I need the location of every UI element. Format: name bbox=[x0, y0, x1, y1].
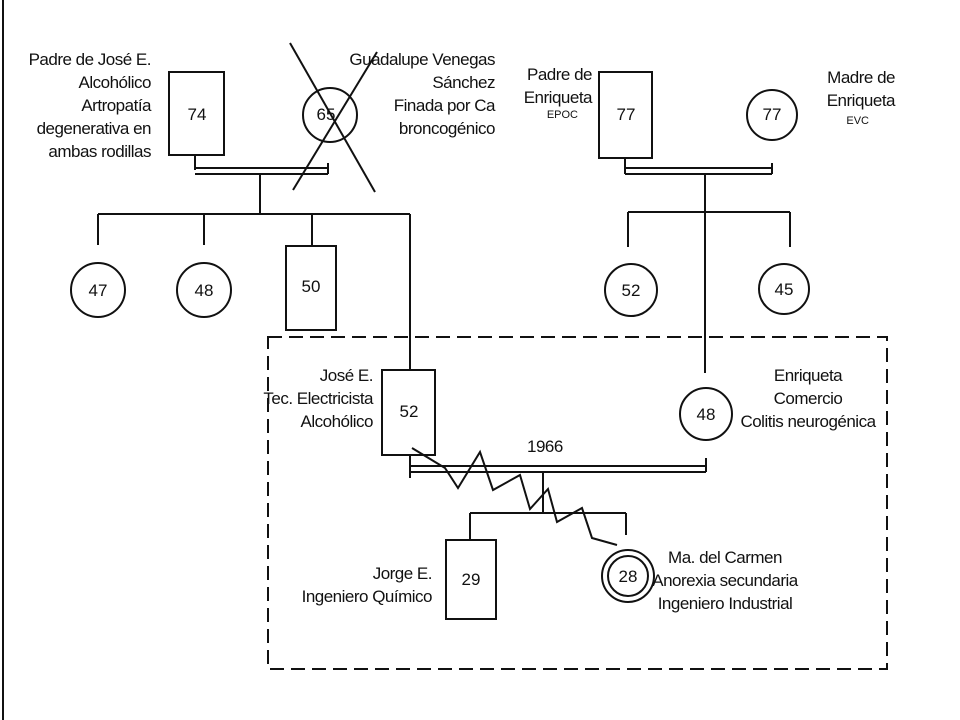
deceased-cross bbox=[289, 42, 376, 193]
label-father-jose: Padre de José E. Alcohólico Artropatía d… bbox=[28, 50, 152, 161]
age-jorge: 29 bbox=[462, 570, 481, 589]
male-node-jorge bbox=[445, 539, 497, 620]
female-node-sib-e2 bbox=[758, 263, 810, 315]
label-mother-jose: Guadalupe Venegas Sánchez Finada por Ca … bbox=[349, 50, 495, 138]
female-node-carmen-outer bbox=[601, 549, 655, 603]
label-jose: José E. Tec. Electricista Alcohólico bbox=[263, 366, 373, 431]
age-mother-jose: 65 bbox=[317, 105, 336, 124]
age-sib-e1: 52 bbox=[622, 281, 641, 300]
note-mother-enriqueta: EVC bbox=[846, 115, 869, 127]
age-carmen: 28 bbox=[619, 567, 638, 586]
female-node-enriqueta bbox=[679, 387, 733, 441]
label-jorge: Jorge E. Ingeniero Químico bbox=[301, 564, 433, 606]
female-node-mother-jose bbox=[302, 87, 358, 143]
age-sib3: 50 bbox=[302, 277, 321, 296]
label-carmen: Ma. del Carmen Anorexia secundaria Ingen… bbox=[652, 548, 798, 613]
male-node-father-enriqueta bbox=[598, 71, 653, 159]
male-node-sib3 bbox=[285, 245, 337, 331]
label-mother-enriqueta: Madre de Enriqueta EVC bbox=[826, 68, 896, 127]
age-father-jose: 74 bbox=[188, 105, 207, 124]
female-node-carmen-inner bbox=[607, 555, 649, 597]
age-sib1: 47 bbox=[89, 281, 108, 300]
note-father-enriqueta: EPOC bbox=[546, 109, 578, 121]
age-mother-enriqueta: 77 bbox=[763, 105, 782, 124]
female-node-sib1 bbox=[70, 262, 126, 318]
age-sib2: 48 bbox=[195, 281, 214, 300]
age-enriqueta: 48 bbox=[697, 405, 716, 424]
age-sib-e2: 45 bbox=[775, 280, 794, 299]
label-father-enriqueta: Padre de Enriqueta EPOC bbox=[523, 65, 593, 121]
female-node-sib2 bbox=[176, 262, 232, 318]
age-jose: 52 bbox=[400, 402, 419, 421]
label-enriqueta: Enriqueta Comercio Colitis neurogénica bbox=[740, 366, 876, 431]
marriage-year: 1966 bbox=[527, 437, 563, 456]
conflict-zigzag bbox=[411, 447, 618, 546]
female-node-mother-enriqueta bbox=[746, 89, 798, 141]
male-node-father-jose bbox=[168, 71, 225, 156]
household-boundary bbox=[267, 336, 888, 670]
age-father-enriqueta: 77 bbox=[617, 105, 636, 124]
female-node-sib-e1 bbox=[604, 263, 658, 317]
male-node-jose bbox=[381, 369, 436, 456]
